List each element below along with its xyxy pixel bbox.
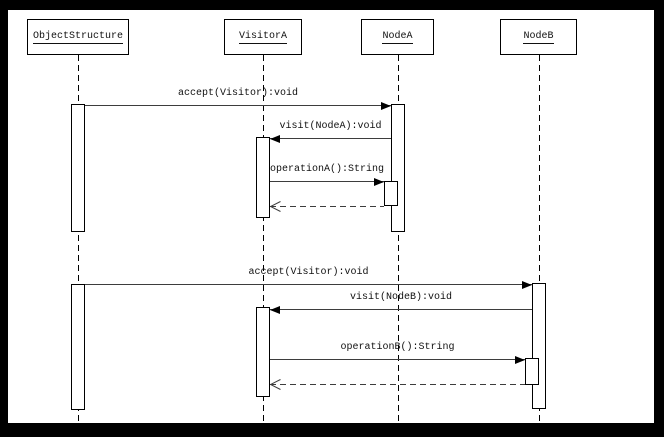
activation-bar-objectstructure (71, 104, 85, 232)
message-label: visit(NodeA):void (279, 121, 382, 132)
lifeline-head-objectstructure: ObjectStructure (27, 19, 129, 55)
message-label: accept(Visitor):void (177, 88, 299, 99)
activation-bar-nested-nodeb (525, 358, 539, 385)
message-line (270, 309, 532, 310)
message-line (85, 105, 391, 106)
message-line (270, 138, 391, 139)
open-arrowhead-icon (269, 201, 281, 212)
filled-arrowhead-icon (515, 355, 525, 364)
lifeline-name: ObjectStructure (32, 30, 123, 44)
message-line (85, 284, 532, 285)
lifeline-head-nodea: NodeA (361, 19, 434, 55)
activation-bar-nested-nodea (384, 181, 398, 206)
lifeline-head-visitora: VisitorA (224, 19, 302, 55)
filled-arrowhead-icon (381, 101, 391, 110)
lifeline-visitora (263, 55, 264, 423)
lifeline-nodeb (539, 55, 540, 423)
activation-bar-visitora (256, 307, 270, 397)
activation-bar-objectstructure (71, 284, 85, 410)
message-line (270, 359, 525, 360)
open-arrowhead-icon (269, 379, 281, 390)
diagram-canvas (8, 10, 654, 423)
lifeline-objectstructure (78, 55, 79, 423)
activation-bar-nodea (391, 104, 405, 232)
message-label: operationA():String (269, 164, 385, 175)
filled-arrowhead-icon (270, 305, 280, 314)
message-line (270, 384, 525, 385)
message-label: visit(NodeB):void (349, 292, 453, 303)
activation-bar-visitora (256, 137, 270, 218)
lifeline-name: NodeB (523, 30, 554, 44)
filled-arrowhead-icon (522, 280, 532, 289)
message-line (270, 181, 384, 182)
lifeline-head-nodeb: NodeB (500, 19, 577, 55)
activation-bar-nodeb (532, 283, 546, 409)
filled-arrowhead-icon (270, 134, 280, 143)
lifeline-name: NodeA (382, 30, 413, 44)
lifeline-nodea (398, 55, 399, 423)
lifeline-name: VisitorA (238, 30, 287, 44)
message-label: accept(Visitor):void (248, 267, 369, 278)
message-label: operationB():String (340, 342, 455, 353)
filled-arrowhead-icon (374, 177, 384, 186)
message-line (270, 206, 384, 207)
